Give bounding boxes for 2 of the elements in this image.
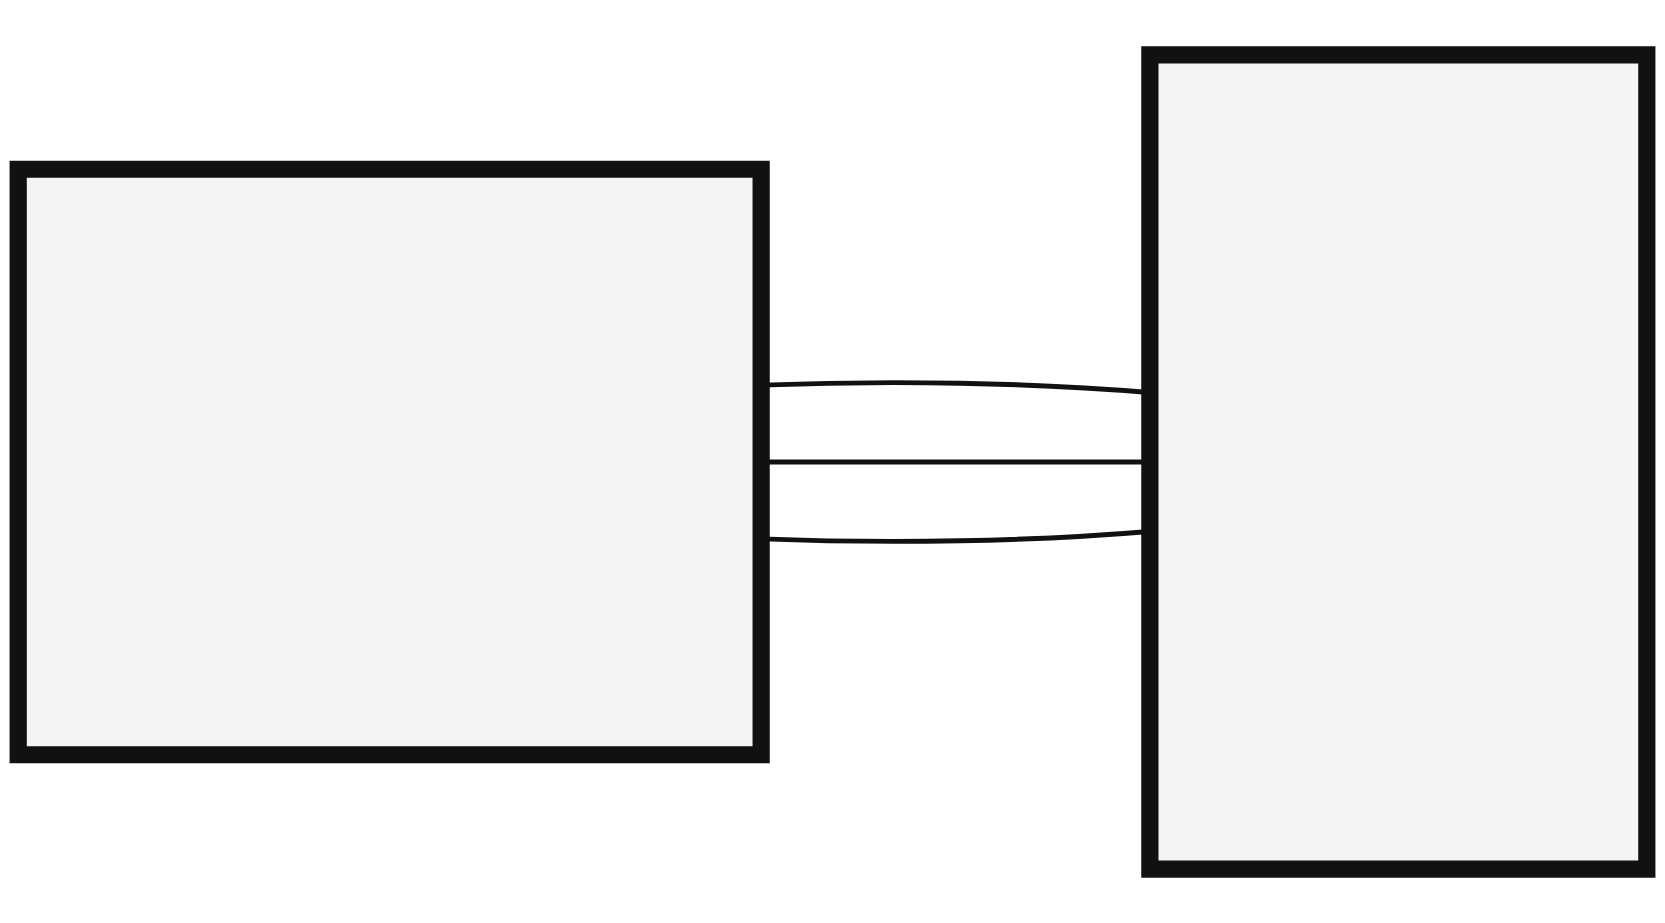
node-box <box>9 160 770 763</box>
node-box <box>1141 45 1656 878</box>
